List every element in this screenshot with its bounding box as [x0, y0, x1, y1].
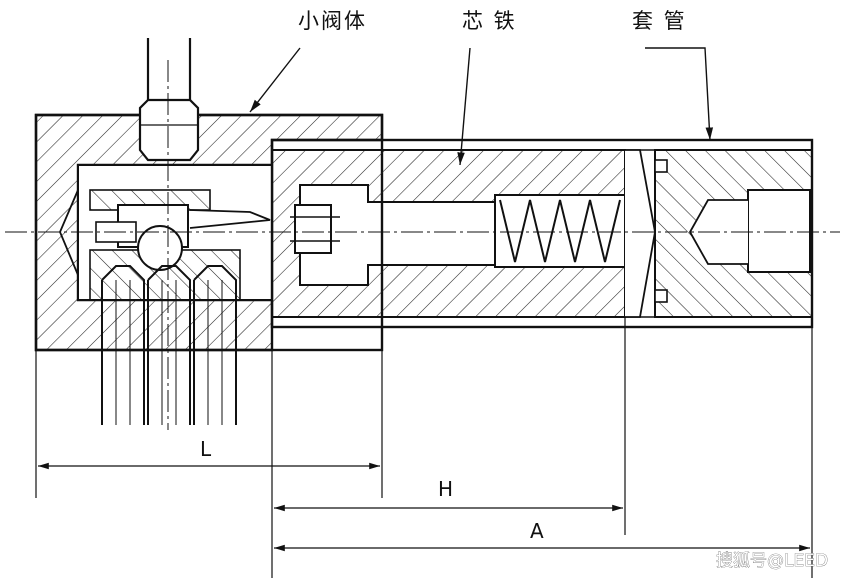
- stop-core: [625, 149, 813, 318]
- dimension-label-L: L: [200, 437, 212, 461]
- callout-plunger-iron: 芯 铁: [462, 9, 517, 33]
- callout-small-valve-body: 小阀体: [298, 9, 367, 33]
- callout-sleeve-tube: 套 管: [632, 9, 687, 33]
- callout-leaders: [249, 47, 714, 166]
- ball-valve-element: [95, 204, 271, 271]
- extension-lines: [35, 317, 813, 578]
- plunger-iron: [271, 149, 626, 318]
- bottom-outlet-pipes: [101, 265, 237, 425]
- dimension-label-A: A: [530, 519, 544, 543]
- dimension-lines: [38, 462, 810, 552]
- top-inlet-fitting: [138, 38, 200, 162]
- watermark: 搜狐号@LEED: [716, 551, 828, 571]
- dimension-label-H: H: [438, 477, 453, 501]
- spring: [499, 199, 621, 263]
